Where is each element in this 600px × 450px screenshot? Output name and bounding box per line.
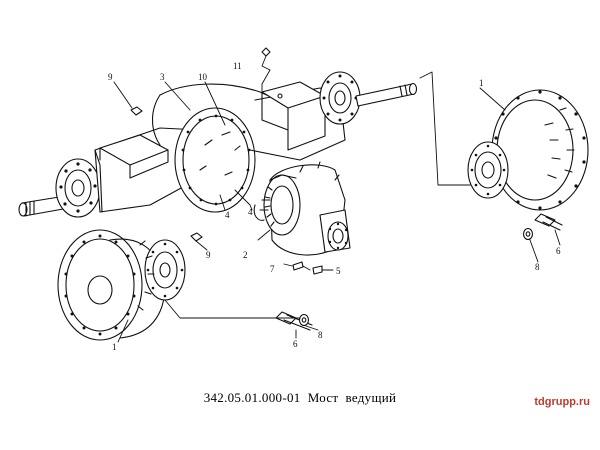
callout-6-right: 6	[556, 246, 561, 256]
part-title: Мост ведущий	[307, 390, 397, 405]
pin-item-11	[261, 47, 271, 57]
callout-2: 2	[243, 250, 248, 260]
callout-1-right: 1	[479, 78, 484, 88]
callout-10: 10	[198, 72, 208, 82]
final-drive-assembly	[253, 161, 351, 256]
callout-5: 5	[336, 266, 341, 276]
left-wheel-hub	[57, 229, 186, 341]
part-number: 342.05.01.000-01	[203, 390, 301, 405]
callout-8-left: 8	[318, 330, 323, 340]
callout-8-right: 8	[535, 262, 540, 272]
callout-labels: 1 1 2 3 4 4 5 6 6 7 8 8 9 9 10 11	[108, 61, 561, 352]
washer-left	[298, 313, 310, 327]
washer-right	[522, 227, 534, 241]
right-axle-shaft	[355, 82, 418, 107]
callout-4-b: 4	[225, 210, 230, 220]
plug-item-5	[312, 265, 323, 275]
callout-4-a: 4	[248, 207, 253, 217]
callout-6-left: 6	[293, 339, 298, 349]
diagram-caption: 342.05.01.000-01 Мост ведущий	[0, 390, 600, 406]
leader-lines	[113, 55, 561, 343]
left-wheel-flange	[55, 158, 101, 218]
right-wheel-flange	[319, 71, 361, 125]
nut-item-9-bottom	[190, 232, 203, 242]
nut-item-9-top	[130, 106, 143, 116]
callout-9-top: 9	[108, 72, 113, 82]
callout-7: 7	[270, 264, 275, 274]
callout-3: 3	[160, 72, 165, 82]
site-watermark[interactable]: tdgrupp.ru	[534, 396, 590, 408]
plug-item-7	[292, 261, 304, 271]
callout-1-left: 1	[112, 342, 117, 352]
right-wheel-hub	[467, 89, 589, 211]
bolt-right	[534, 213, 563, 231]
callout-11: 11	[233, 61, 242, 71]
callout-9-bottom: 9	[206, 250, 211, 260]
